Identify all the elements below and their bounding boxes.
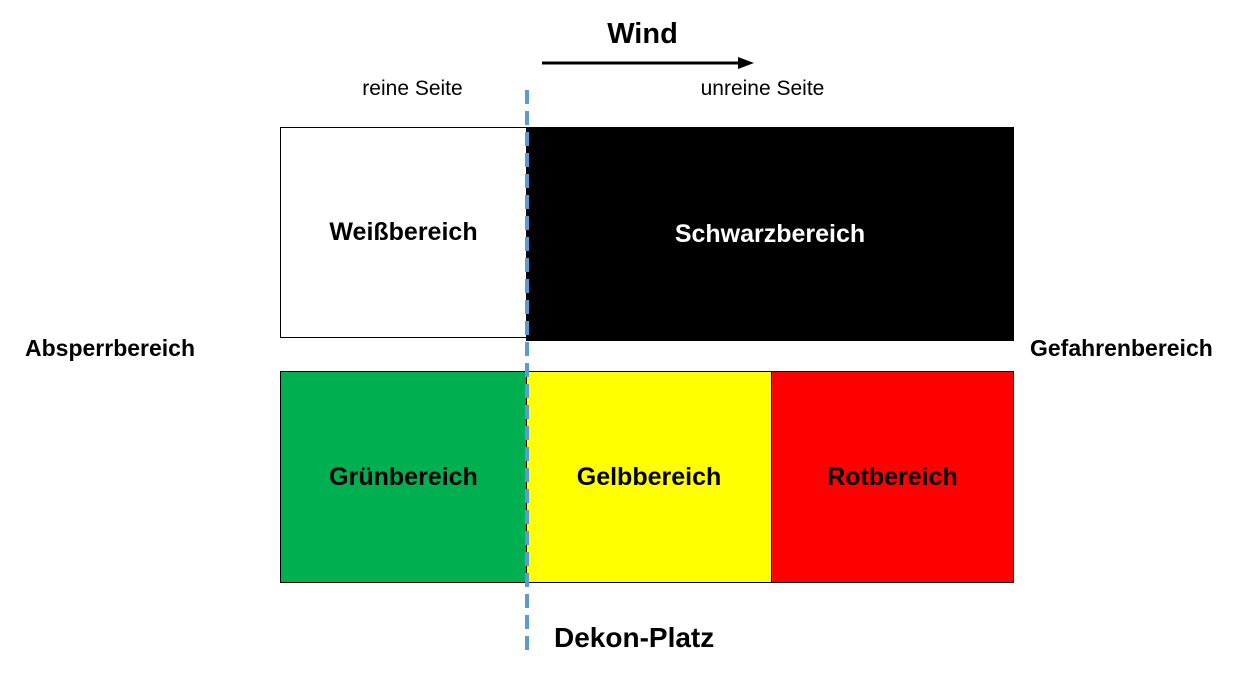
- wind-label: Wind: [607, 18, 678, 50]
- arrow-right-icon: [542, 57, 754, 69]
- white-zone: Weißbereich: [280, 127, 527, 338]
- unclean-side-label: unreine Seite: [700, 77, 825, 100]
- red-zone-label: Rotbereich: [827, 462, 958, 491]
- danger-area-label: Gefahrenbereich: [1030, 335, 1213, 361]
- decon-divider-line: [525, 90, 529, 651]
- white-zone-label: Weißbereich: [329, 218, 478, 246]
- cordon-area-label: Absperrbereich: [25, 335, 196, 361]
- yellow-zone: Gelbbereich: [526, 371, 772, 583]
- black-zone: Schwarzbereich: [526, 127, 1014, 341]
- black-zone-label: Schwarzbereich: [674, 219, 866, 248]
- green-zone: Grünbereich: [280, 371, 527, 583]
- yellow-zone-label: Gelbbereich: [576, 462, 722, 491]
- green-zone-label: Grünbereich: [329, 462, 478, 491]
- clean-side-label: reine Seite: [362, 77, 463, 100]
- red-zone: Rotbereich: [771, 371, 1014, 583]
- decon-site-label: Dekon-Platz: [554, 622, 715, 653]
